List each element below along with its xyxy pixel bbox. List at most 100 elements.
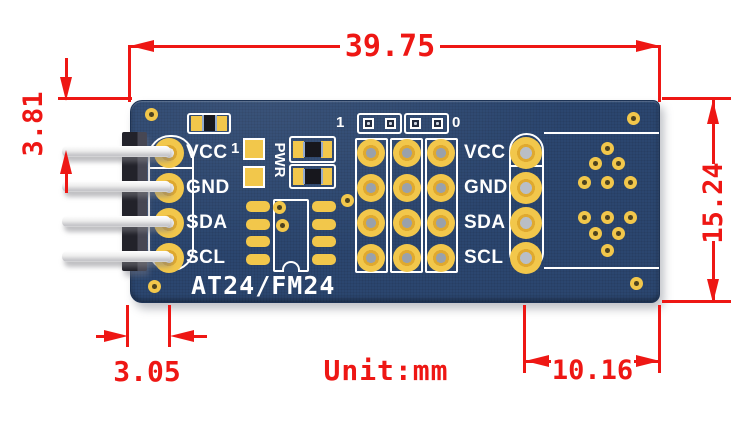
- arrow-left-icon: [525, 355, 549, 367]
- via: [578, 211, 591, 224]
- pcb-board: VCC GND SDA SCL 1 PWR: [130, 100, 660, 303]
- dim-value-pin-top: 3.81: [17, 91, 49, 157]
- via: [276, 219, 289, 232]
- right-label-sda: SDA: [464, 212, 506, 233]
- grid-pad: [357, 209, 385, 237]
- via: [601, 142, 614, 155]
- via: [601, 211, 614, 224]
- grid-pad: [393, 174, 421, 202]
- grid-pad: [393, 244, 421, 272]
- left-label-sda: SDA: [186, 212, 228, 233]
- dim-value-height: 15.24: [697, 162, 729, 244]
- arrow-up-icon: [60, 150, 72, 174]
- via: [601, 244, 614, 257]
- grid-pad: [393, 139, 421, 167]
- grid-pad: [393, 209, 421, 237]
- addr-solder-pad: [243, 166, 265, 188]
- jumper-pad: [385, 118, 396, 129]
- soic-pad: [246, 236, 270, 247]
- arrow-right-icon: [636, 355, 660, 367]
- dim-line: [65, 171, 68, 193]
- corner-via: [627, 112, 640, 125]
- soic-pad: [246, 201, 270, 212]
- jumper-footprint-0: [404, 113, 449, 134]
- soic-pad: [312, 219, 336, 230]
- extension-line: [658, 305, 661, 373]
- extension-line: [128, 45, 131, 102]
- jumper-label-0: 0: [452, 114, 461, 131]
- right-label-scl: SCL: [464, 247, 504, 268]
- unit-note: Unit:mm: [323, 354, 449, 387]
- via: [612, 227, 625, 240]
- via: [589, 157, 602, 170]
- right-pad-sda: [510, 207, 542, 239]
- dim-line: [712, 100, 715, 164]
- extension-line: [658, 45, 661, 102]
- via: [589, 227, 602, 240]
- extension-line: [58, 97, 132, 100]
- dim-line: [96, 335, 110, 338]
- corner-via: [148, 280, 161, 293]
- soic-pad: [312, 254, 336, 265]
- grid-pad: [427, 209, 455, 237]
- arrow-down-icon: [707, 279, 719, 303]
- dim-line: [190, 335, 207, 338]
- proto-section-line-bottom: [544, 267, 659, 269]
- soic-pad: [246, 219, 270, 230]
- jumper-footprint-1: [357, 113, 402, 134]
- corner-via: [630, 277, 643, 290]
- extension-line: [168, 305, 171, 347]
- dim-line: [65, 58, 68, 80]
- extension-line: [662, 300, 731, 303]
- jumper-pad: [432, 118, 443, 129]
- arrow-up-icon: [707, 100, 719, 124]
- soic-pad: [246, 254, 270, 265]
- right-pad-gnd: [510, 172, 542, 204]
- via: [341, 194, 354, 207]
- grid-pad: [357, 244, 385, 272]
- soic-pin1-notch: [282, 261, 300, 272]
- dim-value-width: 39.75: [340, 29, 440, 64]
- resistor-footprint: [289, 136, 336, 163]
- led-footprint: [289, 164, 336, 189]
- via: [612, 157, 625, 170]
- jumper-pad: [363, 118, 374, 129]
- smd-pad: [191, 116, 203, 131]
- via: [601, 176, 614, 189]
- grid-pad: [427, 244, 455, 272]
- header-pin-vcc: [62, 146, 170, 157]
- smd-pad: [293, 168, 304, 185]
- extension-line: [523, 305, 526, 373]
- left-label-gnd: GND: [186, 177, 230, 198]
- dim-value-right-header: 10.16: [551, 355, 634, 386]
- via: [624, 211, 637, 224]
- right-label-gnd: GND: [464, 177, 508, 198]
- grid-pad: [357, 139, 385, 167]
- right-pad-scl: [510, 242, 542, 274]
- dim-line: [712, 241, 715, 302]
- corner-via: [145, 108, 158, 121]
- smd-pad: [321, 141, 332, 158]
- addr-pad-label: 1: [231, 140, 240, 157]
- grid-pad: [427, 174, 455, 202]
- led-body: [303, 169, 323, 184]
- left-label-vcc: VCC: [186, 142, 228, 163]
- proto-section-line-top: [544, 132, 659, 134]
- via: [624, 176, 637, 189]
- header-pin-sda: [62, 216, 170, 227]
- arrow-left-icon: [170, 330, 194, 342]
- arrow-right-icon: [104, 330, 128, 342]
- header-pin-gnd: [62, 181, 170, 192]
- left-header-divider: [150, 167, 192, 169]
- jumper-label-1: 1: [336, 114, 345, 131]
- soic-pad: [312, 236, 336, 247]
- capacitor-body: [202, 115, 217, 131]
- grid-pad: [427, 139, 455, 167]
- dim-value-pad-left: 3.05: [113, 354, 181, 388]
- board-title: AT24/FM24: [191, 271, 336, 300]
- arrow-left-icon: [130, 40, 154, 52]
- pwr-label: PWR: [271, 142, 288, 178]
- header-pin-scl: [62, 251, 170, 262]
- soic-pad: [312, 201, 336, 212]
